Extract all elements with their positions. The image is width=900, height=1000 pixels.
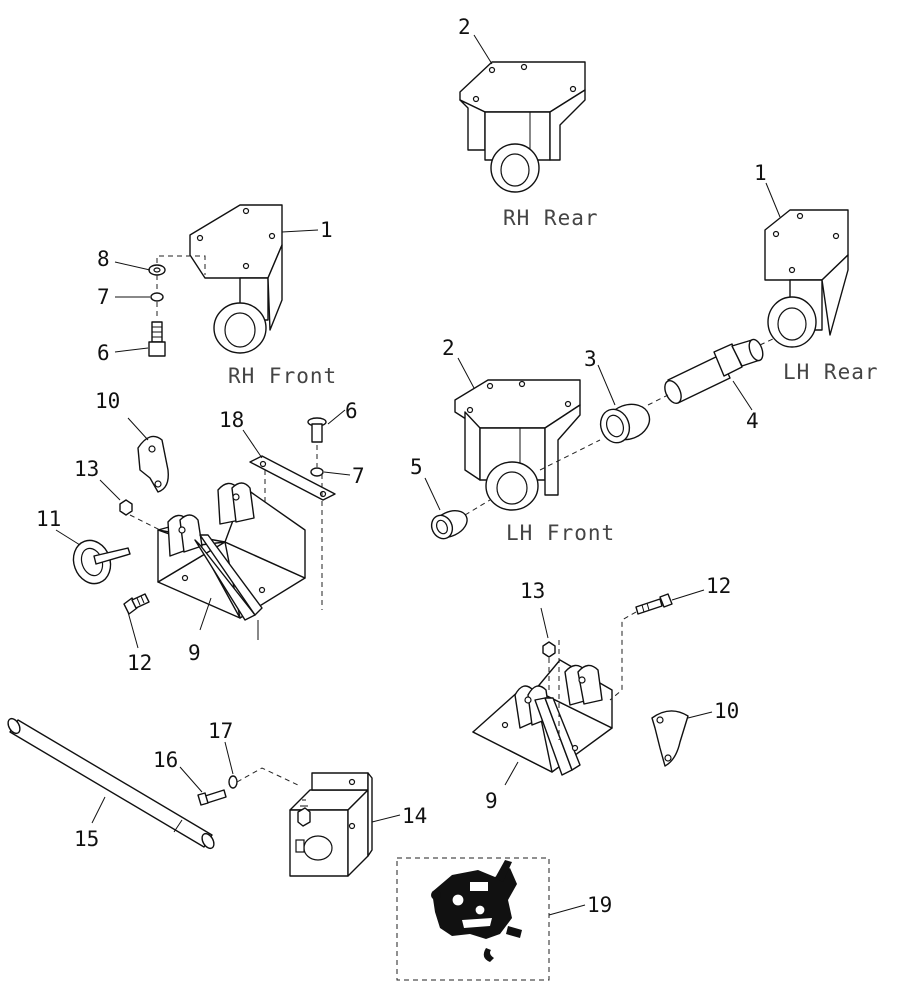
pivot-pin-4: [664, 338, 764, 404]
saddle-bracket-9-left: [157, 482, 306, 640]
cam-plate-10-right: [651, 710, 689, 767]
lh-rear-pivot-bracket: [764, 209, 849, 348]
bolt-16: [197, 789, 227, 806]
lh-front-pivot-bracket: [454, 379, 581, 511]
leader-1-rh: [281, 229, 319, 233]
part-number-13-right: 13: [520, 579, 545, 603]
adjuster-strap-18: [249, 455, 336, 501]
cam-plate-10-left: [137, 435, 169, 493]
part-number-4: 4: [746, 409, 759, 433]
washer-17: [228, 775, 238, 789]
part-number-11: 11: [36, 507, 61, 531]
part-number-2: 2: [458, 15, 471, 39]
part-number-9: 9: [188, 641, 201, 665]
saddle-bracket-9-right: [472, 659, 613, 776]
part-number-7: 7: [97, 285, 110, 309]
locknut-13-left: [119, 499, 133, 516]
part-number-13: 13: [74, 457, 99, 481]
part-number-1: 1: [320, 218, 333, 242]
bolt-6: [148, 321, 166, 357]
bushing-3: [599, 403, 651, 444]
part-number-3: 3: [584, 347, 597, 371]
part-number-6: 6: [97, 341, 110, 365]
bolt-6-strap: [307, 417, 327, 443]
part-number-16: 16: [153, 748, 178, 772]
bolt-12-right: [635, 593, 673, 615]
part-number-9-right: 9: [485, 789, 498, 813]
part-number-15: 15: [74, 827, 99, 851]
part-number-12-right: 12: [706, 574, 731, 598]
part-number-19: 19: [587, 893, 612, 917]
part-number-10-right: 10: [714, 699, 739, 723]
part-number-18: 18: [219, 408, 244, 432]
part-number-7-strap: 7: [352, 464, 365, 488]
washer-8: [148, 264, 166, 276]
rh-rear-pivot-bracket: [459, 61, 586, 193]
part-number-14: 14: [402, 804, 427, 828]
part-number-2-lh: 2: [442, 336, 455, 360]
part-number-12: 12: [127, 651, 152, 675]
locknut-13-right: [542, 641, 556, 658]
label-lh-rear: LH Rear: [783, 360, 879, 384]
lock-washer-7: [150, 292, 164, 302]
part-number-10: 10: [95, 389, 120, 413]
handle-tube-15: [7, 717, 215, 850]
bushing-5: [430, 510, 468, 540]
part-number-1-lh: 1: [754, 161, 767, 185]
part-number-6-strap: 6: [345, 399, 358, 423]
lock-washer-7-strap: [310, 467, 324, 477]
rh-front-pivot-bracket: [189, 204, 283, 354]
lynch-pin-11: [72, 539, 131, 585]
label-rh-front: RH Front: [228, 364, 337, 388]
part-number-8: 8: [97, 247, 110, 271]
leader-2-top: [473, 34, 493, 65]
handle-socket-14: [289, 772, 373, 877]
label-rh-rear: RH Rear: [503, 206, 599, 230]
bolt-12-left: [123, 593, 150, 615]
detail-photo-19: [396, 857, 550, 981]
part-number-5: 5: [410, 455, 423, 479]
assembly-line-rh-front: [156, 255, 206, 275]
part-number-17: 17: [208, 719, 233, 743]
label-lh-front: LH Front: [506, 521, 615, 545]
